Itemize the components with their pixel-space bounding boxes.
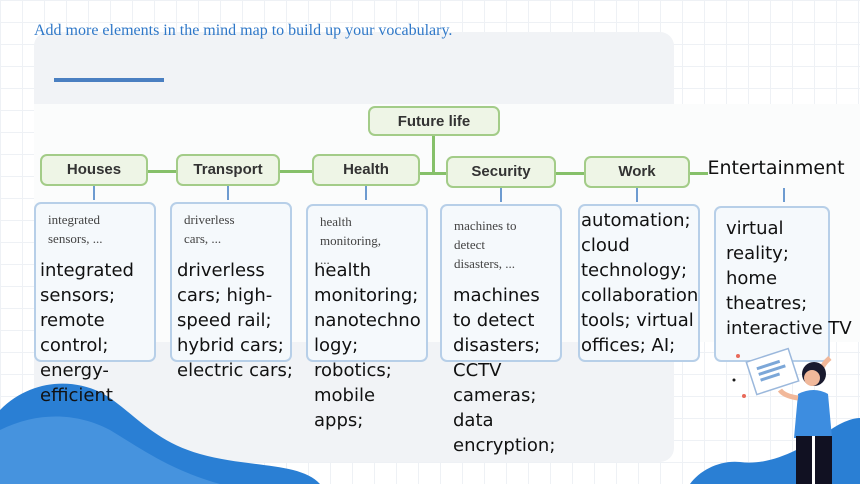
- stub-entertainment: [783, 188, 785, 202]
- branch-security: Security: [446, 156, 556, 188]
- branch-entertainment: Entertainment: [707, 157, 845, 179]
- connector-houses-transport: [148, 170, 176, 173]
- instruction-text: Add more elements in the mind map to bui…: [34, 22, 453, 39]
- connector-security-work: [556, 172, 584, 175]
- leaf-box-work: [578, 204, 700, 362]
- leaf-box-security: [440, 204, 562, 362]
- leaf-prompt-security: machines to detect disasters, ...: [454, 218, 517, 271]
- leaf-prompt-houses: integrated sensors, ...: [48, 212, 103, 246]
- leaf-prompt-health: health monitoring, ...: [320, 214, 382, 267]
- stub-health: [365, 186, 367, 200]
- leaf-box-entertainment: [714, 206, 830, 362]
- stub-transport: [227, 186, 229, 200]
- branch-transport: Transport: [176, 154, 280, 186]
- stub-houses: [93, 186, 95, 200]
- connector-work-entertainment: [690, 172, 708, 175]
- branch-houses: Houses: [40, 154, 148, 186]
- woman-illustration: [732, 347, 832, 484]
- stub-work: [636, 188, 638, 202]
- answer-security: machines to detect disasters; CCTV camer…: [453, 285, 556, 456]
- leaf-box-houses: [34, 202, 156, 362]
- stub-security: [500, 188, 502, 202]
- answer-health: health monitoring; nanotechno logy; robo…: [314, 260, 421, 431]
- connector-transport-health: [280, 170, 312, 173]
- branch-health: Health: [312, 154, 420, 186]
- connector-title-down: [432, 136, 435, 174]
- title-underline: [54, 78, 164, 82]
- answer-work: automation; cloud technology; collaborat…: [581, 210, 699, 356]
- answer-transport: driverless cars; high- speed rail; hybri…: [177, 260, 293, 381]
- mind-map-title: Future life: [368, 106, 500, 136]
- answer-houses: integrated sensors; remote control; ener…: [40, 260, 134, 406]
- connector-health-security: [420, 172, 446, 175]
- leaf-box-transport: [170, 202, 292, 362]
- leaf-box-health: [306, 204, 428, 362]
- answer-entertainment: virtual reality; home theatres; interact…: [726, 218, 852, 339]
- branch-work: Work: [584, 156, 690, 188]
- leaf-prompt-transport: driverless cars, ...: [184, 212, 235, 246]
